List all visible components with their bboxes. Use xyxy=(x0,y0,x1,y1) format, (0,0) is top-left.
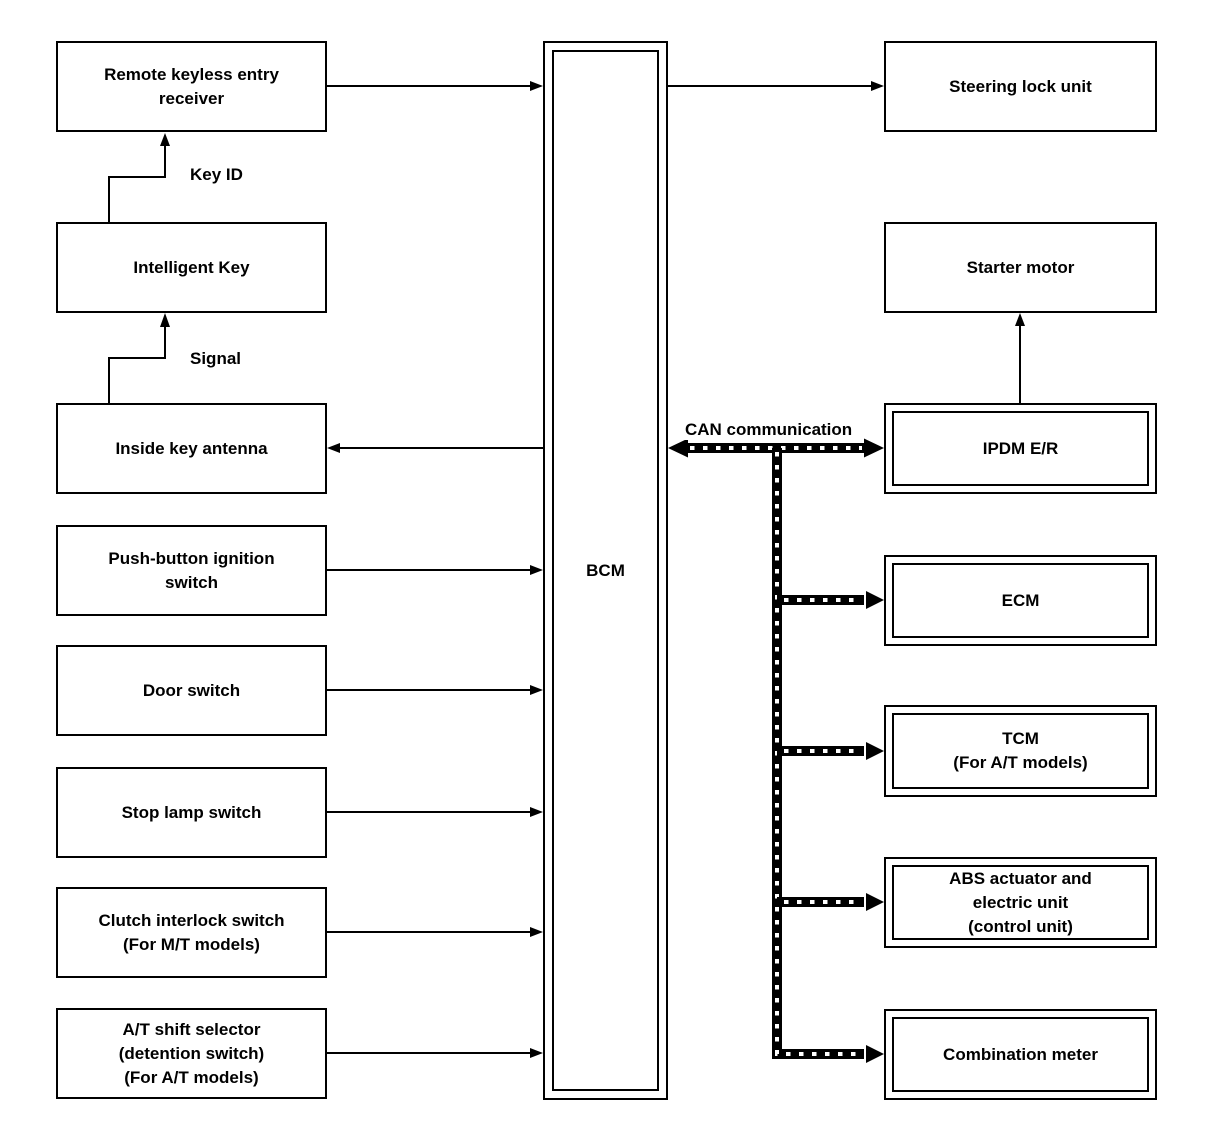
arrow-pushbutton-to-bcm xyxy=(327,565,543,575)
arrow-bcm-to-steering-lock xyxy=(668,81,884,91)
box-ecm-inner: ECM xyxy=(892,563,1149,638)
box-at-shift-selector: A/T shift selector (detention switch) (F… xyxy=(56,1008,327,1099)
box-clutch-interlock-switch: Clutch interlock switch (For M/T models) xyxy=(56,887,327,978)
can-branch-to-tcm xyxy=(777,742,884,760)
arrow-door-switch-to-bcm xyxy=(327,685,543,695)
box-combination-meter: Combination meter xyxy=(884,1009,1157,1100)
box-stop-lamp-switch: Stop lamp switch xyxy=(56,767,327,858)
box-bcm: BCM xyxy=(543,41,668,1100)
arrow-intelligent-key-to-receiver xyxy=(108,133,170,222)
can-branch-to-ecm xyxy=(777,591,884,609)
arrow-stop-lamp-to-bcm xyxy=(327,807,543,817)
edge-label-key-id: Key ID xyxy=(190,165,243,185)
box-ipdm-er-inner: IPDM E/R xyxy=(892,411,1149,486)
box-starter-motor: Starter motor xyxy=(884,222,1157,313)
arrow-remote-keyless-to-bcm xyxy=(327,81,543,91)
box-tcm-inner: TCM (For A/T models) xyxy=(892,713,1149,789)
box-ipdm-er: IPDM E/R xyxy=(884,403,1157,494)
box-ecm: ECM xyxy=(884,555,1157,646)
box-remote-keyless-entry-receiver: Remote keyless entry receiver xyxy=(56,41,327,132)
box-combination-meter-inner: Combination meter xyxy=(892,1017,1149,1092)
box-abs-actuator-inner: ABS actuator and electric unit (control … xyxy=(892,865,1149,940)
box-bcm-inner: BCM xyxy=(552,50,659,1091)
arrow-ipdm-to-starter xyxy=(1015,313,1025,403)
edge-label-can-communication: CAN communication xyxy=(685,420,853,440)
arrow-clutch-to-bcm xyxy=(327,927,543,937)
can-bus-trunk xyxy=(772,448,884,1063)
box-abs-actuator: ABS actuator and electric unit (control … xyxy=(884,857,1157,948)
arrow-bcm-to-inside-antenna xyxy=(327,443,543,453)
box-intelligent-key: Intelligent Key xyxy=(56,222,327,313)
box-door-switch: Door switch xyxy=(56,645,327,736)
arrow-atshift-to-bcm xyxy=(327,1048,543,1058)
box-steering-lock-unit: Steering lock unit xyxy=(884,41,1157,132)
arrow-antenna-to-intelligent-key xyxy=(108,313,170,403)
box-push-button-ignition-switch: Push-button ignition switch xyxy=(56,525,327,616)
box-inside-key-antenna: Inside key antenna xyxy=(56,403,327,494)
edge-label-signal: Signal xyxy=(190,349,242,369)
box-tcm: TCM (For A/T models) xyxy=(884,705,1157,797)
can-branch-to-abs xyxy=(777,893,884,911)
